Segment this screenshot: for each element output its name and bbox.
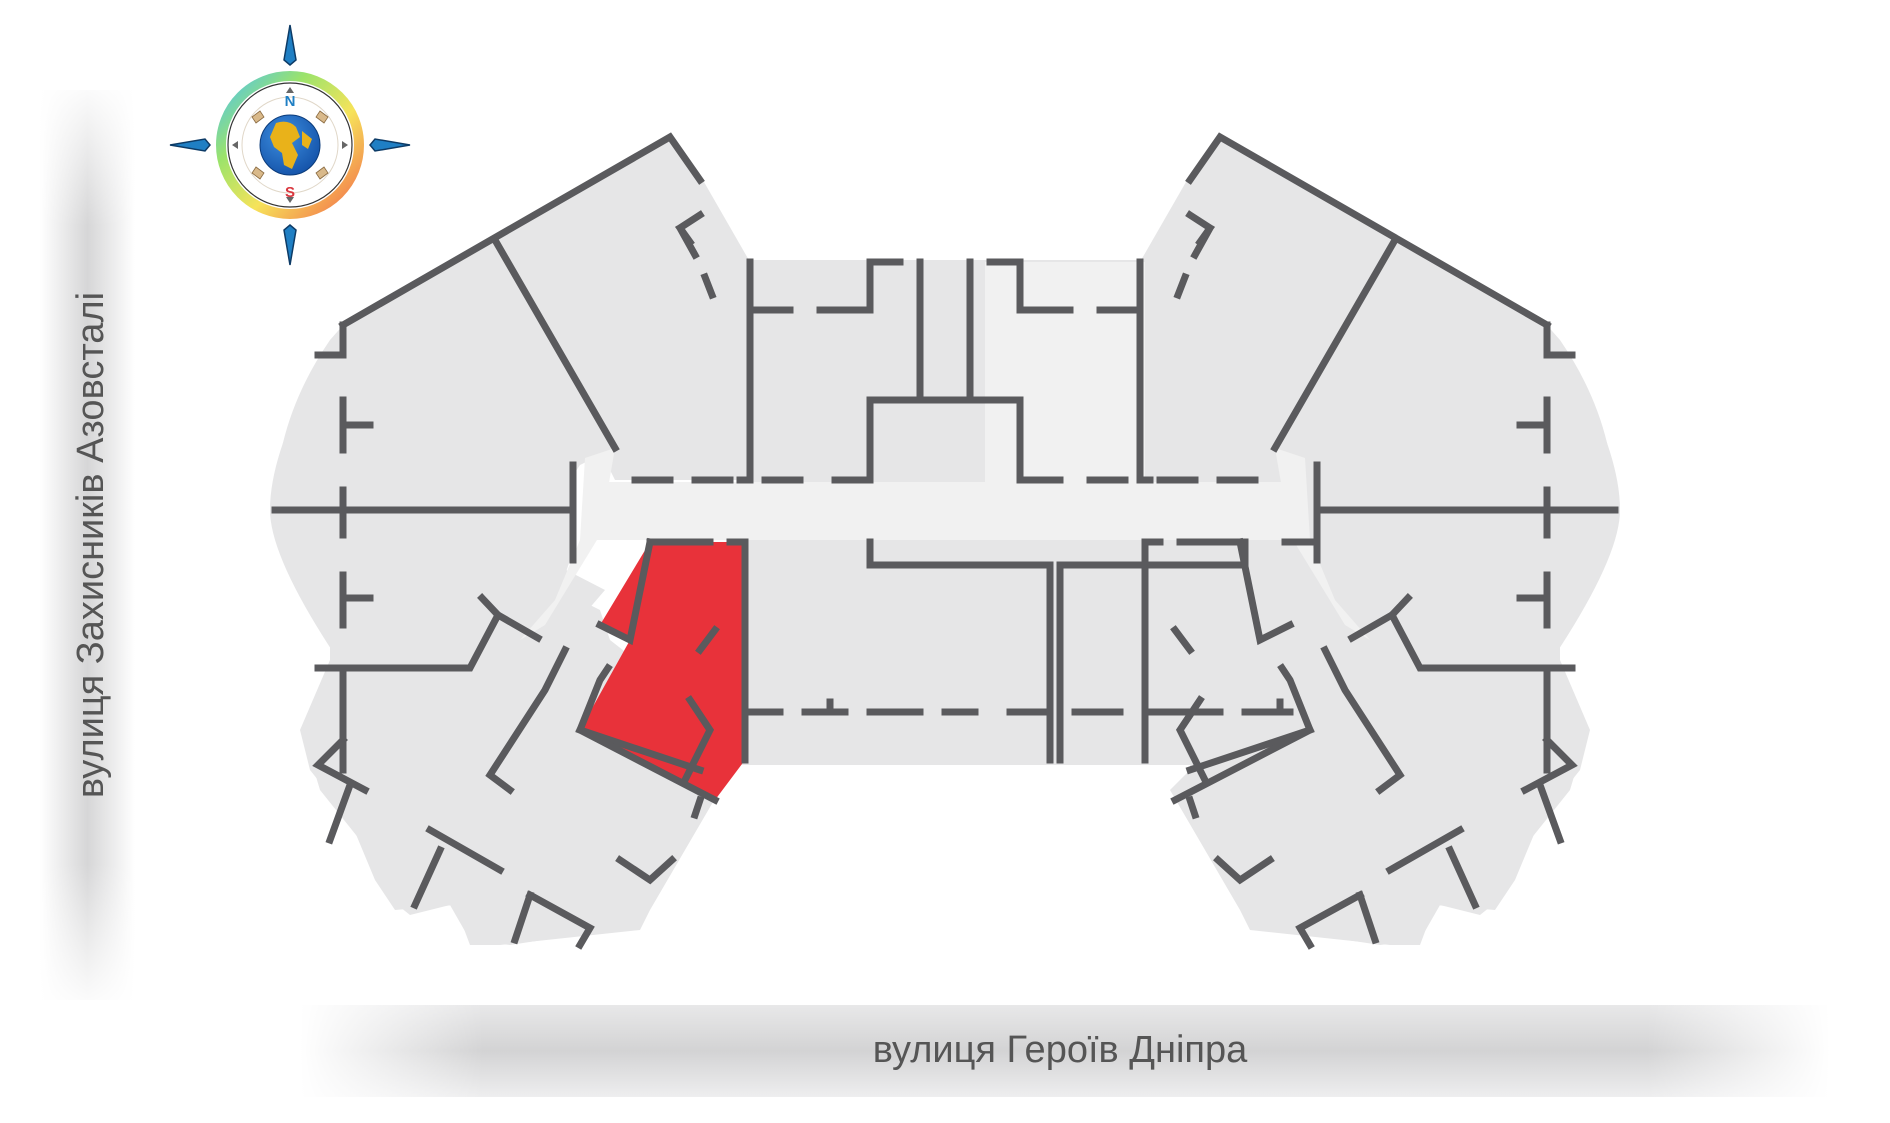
street-band-left [40, 90, 135, 1000]
walls [271, 132, 1619, 950]
street-band-bottom [300, 1005, 1830, 1097]
street-label-bottom: вулиця Героїв Дніпра [873, 1029, 1248, 1071]
compass-north-label: N [285, 93, 296, 110]
street-label-left: вулиця Захисників Азовсталі [70, 292, 112, 798]
compass-icon: N S [169, 24, 411, 266]
wing-bodies [270, 137, 1620, 945]
compass-south-label: S [285, 184, 295, 201]
corridor [520, 262, 1370, 640]
